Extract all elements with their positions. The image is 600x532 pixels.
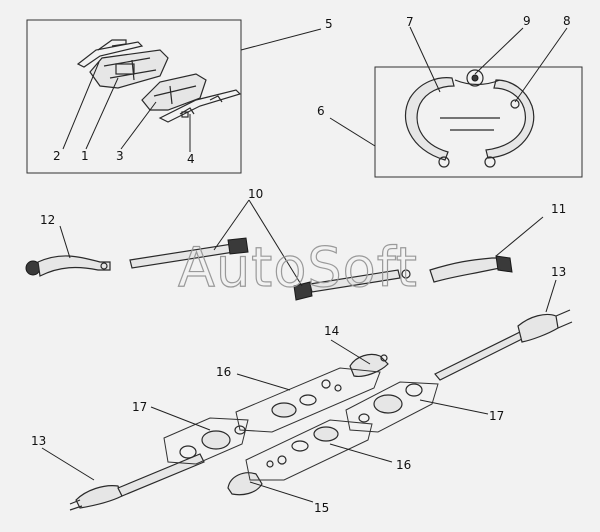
callout-9: 9 xyxy=(523,14,531,28)
brake-pad-kit-frame xyxy=(26,19,242,174)
callout-12: 12 xyxy=(40,213,55,227)
callout-13-upper: 13 xyxy=(551,265,566,279)
brake-pad-set xyxy=(76,39,242,123)
cv-joint-outer xyxy=(227,472,263,496)
inner-tie-rod xyxy=(129,237,249,269)
inner-tie-rod-lower xyxy=(293,269,411,301)
boot-kit-upper-left xyxy=(163,417,249,465)
callout-10: 10 xyxy=(248,187,263,201)
callout-16-upper: 16 xyxy=(216,365,231,379)
callout-6: 6 xyxy=(317,104,325,118)
drum-brake-shoes xyxy=(405,69,535,168)
callout-4: 4 xyxy=(187,152,195,166)
brake-shoe-kit-frame xyxy=(374,66,583,178)
callout-3: 3 xyxy=(116,149,124,163)
callout-7: 7 xyxy=(406,15,414,29)
cv-joint-inner xyxy=(349,353,389,377)
callout-13-lower: 13 xyxy=(31,434,46,448)
tie-rod-end-left xyxy=(25,255,111,277)
callout-8: 8 xyxy=(563,14,571,28)
drive-shaft-left xyxy=(69,453,205,511)
tie-rod-end-right xyxy=(429,255,513,283)
callout-11: 11 xyxy=(551,202,566,216)
boot-kit-upper xyxy=(235,367,381,433)
drive-shaft-right xyxy=(434,309,573,381)
boot-kit-lower xyxy=(245,419,373,481)
leader-lines xyxy=(41,26,568,503)
boot-kit-lower-right xyxy=(345,381,439,433)
callout-17-right: 17 xyxy=(489,409,504,423)
callout-15: 15 xyxy=(314,501,329,515)
watermark-logo: AutoSoft xyxy=(178,236,418,299)
callout-16-lower: 16 xyxy=(396,458,411,472)
callout-1: 1 xyxy=(81,149,89,163)
callout-14: 14 xyxy=(324,324,339,338)
callout-2: 2 xyxy=(53,149,61,163)
callout-5: 5 xyxy=(325,17,333,31)
callout-17-left: 17 xyxy=(132,400,147,414)
